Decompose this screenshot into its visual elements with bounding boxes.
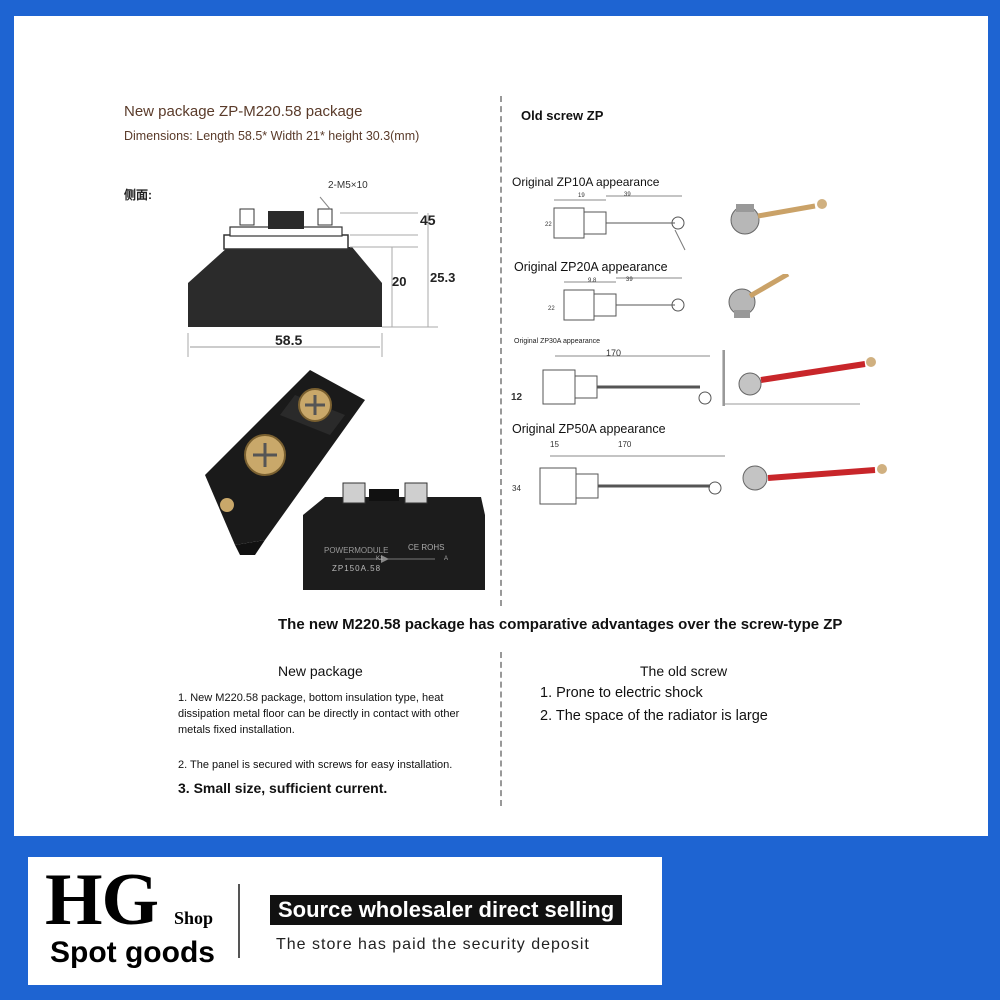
shop-logo: HG xyxy=(45,859,159,941)
zp10-drawing xyxy=(553,195,827,251)
module-brand: POWERMODULE xyxy=(324,546,389,555)
zp30-d1: 170 xyxy=(606,348,622,358)
deposit-label: The store has paid the security deposit xyxy=(276,936,590,953)
zp30-d2: 12 xyxy=(511,392,523,403)
module-photo xyxy=(205,370,485,590)
comparison-heading: The new M220.58 package has comparative … xyxy=(278,616,843,633)
new-package-title: New package ZP-M220.58 package xyxy=(124,103,363,120)
new-item-1: 1. New M220.58 package, bottom insulatio… xyxy=(178,692,460,736)
zp50-d1: 15 xyxy=(550,440,559,449)
banner-divider xyxy=(238,884,240,958)
old-item-1: 1. Prone to electric shock xyxy=(540,685,703,701)
zp20-d2: 39 xyxy=(626,277,633,283)
zp50-drawing xyxy=(539,455,887,505)
zp30-drawing xyxy=(542,350,876,406)
spot-goods-label: Spot goods xyxy=(50,936,215,969)
zp20-d3: 22 xyxy=(548,306,555,312)
zp50-d3: 34 xyxy=(512,484,521,493)
new-item-2: 2. The panel is secured with screws for … xyxy=(178,759,453,771)
dimensions-text: Dimensions: Length 58.5* Width 21* heigh… xyxy=(124,129,420,143)
zp30-label: Original ZP30A appearance xyxy=(514,338,600,345)
zp10-d2: 39 xyxy=(624,192,631,198)
zp20-label: Original ZP20A appearance xyxy=(514,260,668,274)
zp10-d1: 19 xyxy=(578,193,585,199)
dim-20: 20 xyxy=(392,274,407,289)
module-k1: K1 xyxy=(376,556,384,562)
shop-logo-suffix: Shop xyxy=(174,908,214,928)
top-divider xyxy=(500,96,502,606)
zp10-label: Original ZP10A appearance xyxy=(512,175,660,189)
dim-45: 45 xyxy=(420,212,436,228)
side-view-label: 侧面: xyxy=(124,188,152,202)
module-cert: CE ROHS xyxy=(408,543,445,552)
new-package-heading: New package xyxy=(278,663,363,679)
dim-58-5: 58.5 xyxy=(275,332,303,348)
wholesaler-label: Source wholesaler direct selling xyxy=(270,895,623,925)
zp10-d3: 22 xyxy=(545,222,552,228)
new-item-3: 3. Small size, sufficient current. xyxy=(178,780,388,796)
zp20-drawing xyxy=(563,274,790,321)
old-screw-title: Old screw ZP xyxy=(521,108,604,123)
module-model: ZP150A.58 xyxy=(332,564,382,573)
zp20-d1: 9.8 xyxy=(588,278,597,284)
bottom-divider xyxy=(500,652,502,806)
zp50-d2: 170 xyxy=(618,440,632,449)
zp50-label: Original ZP50A appearance xyxy=(512,422,666,436)
side-view-drawing xyxy=(187,196,438,357)
dim-25-3: 25.3 xyxy=(430,270,456,285)
old-item-2: 2. The space of the radiator is large xyxy=(540,708,768,724)
screw-spec-label: 2-M5×10 xyxy=(328,180,368,191)
module-a: A xyxy=(444,556,449,562)
old-screw-heading: The old screw xyxy=(640,663,728,679)
